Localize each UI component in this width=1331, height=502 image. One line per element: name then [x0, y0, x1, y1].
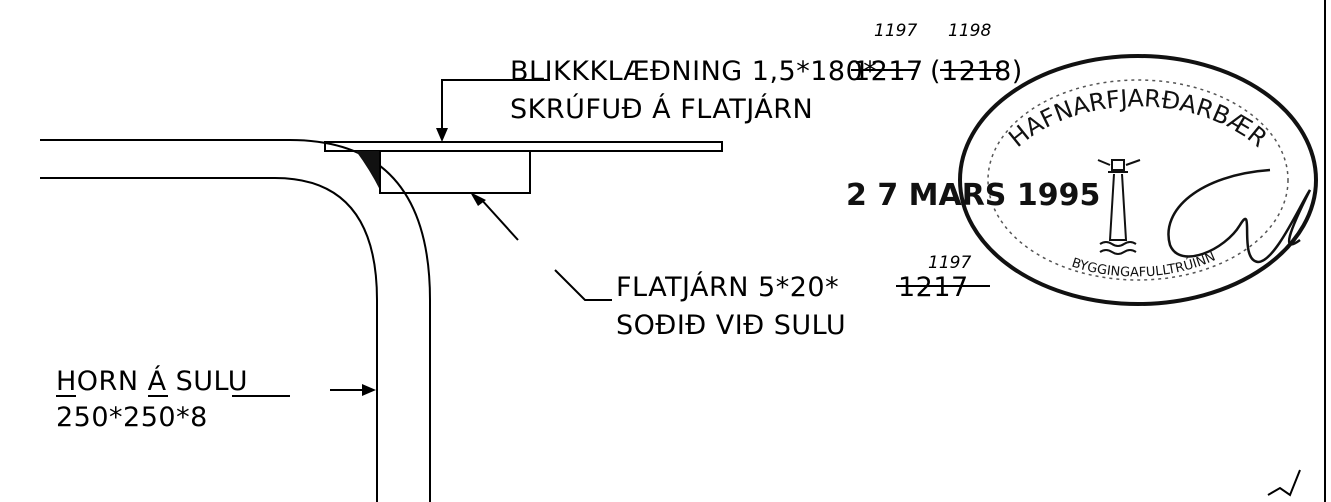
- leader-cladding: [441, 79, 550, 132]
- note-cladding-struck-a: 1217: [853, 56, 924, 87]
- stamp-inner-ring: [987, 79, 1289, 281]
- leader-column-arrow: [362, 384, 376, 396]
- leader-cladding-arrow: [436, 128, 448, 142]
- column-inner-profile: [40, 177, 378, 502]
- note-flatbar-struck: 1217: [898, 272, 969, 303]
- note-flatbar-line2: SOÐIÐ VIÐ SULU: [616, 310, 846, 341]
- note-cladding-struck-b: (1218): [930, 56, 1023, 87]
- stamp-date: 2 7 MARS 1995: [846, 178, 1100, 213]
- note-column-line1: HORN Á SULU: [56, 365, 248, 397]
- hand-correction-c: 1197: [928, 253, 971, 273]
- municipal-stamp: HAFNARFJARÐARBÆR BYGGINGAFULLTRÚINN 2 7 …: [846, 54, 1318, 306]
- cladding-plate: [324, 141, 723, 152]
- stamp-outer-ring: [958, 54, 1318, 306]
- leader-flatbar-note: [554, 269, 612, 301]
- note-cladding-line2: SKRÚFUÐ Á FLATJÁRN: [510, 93, 813, 125]
- hand-correction-a: 1197: [874, 21, 917, 41]
- column-outer-profile: [40, 139, 431, 502]
- flat-bar: [379, 150, 531, 194]
- stamp-bottom-text: BYGGINGAFULLTRÚINN: [1070, 249, 1218, 280]
- leader-flatbar-arrow: [470, 192, 486, 206]
- note-flatbar-line1: FLATJÁRN 5*20*: [616, 271, 839, 303]
- note-cladding-line1: BLIKKKLÆÐNING 1,5*180*: [510, 56, 877, 87]
- signature: [1167, 168, 1312, 264]
- corner-mark: [1267, 469, 1301, 497]
- leader-flatbar: [479, 197, 519, 241]
- note-column-line2: 250*250*8: [56, 402, 208, 433]
- stamp-top-text: HAFNARFJARÐARBÆR: [1003, 84, 1272, 152]
- weld-fillet: [356, 151, 380, 190]
- lighthouse-icon: [1097, 159, 1141, 255]
- hand-correction-b: 1198: [948, 21, 991, 41]
